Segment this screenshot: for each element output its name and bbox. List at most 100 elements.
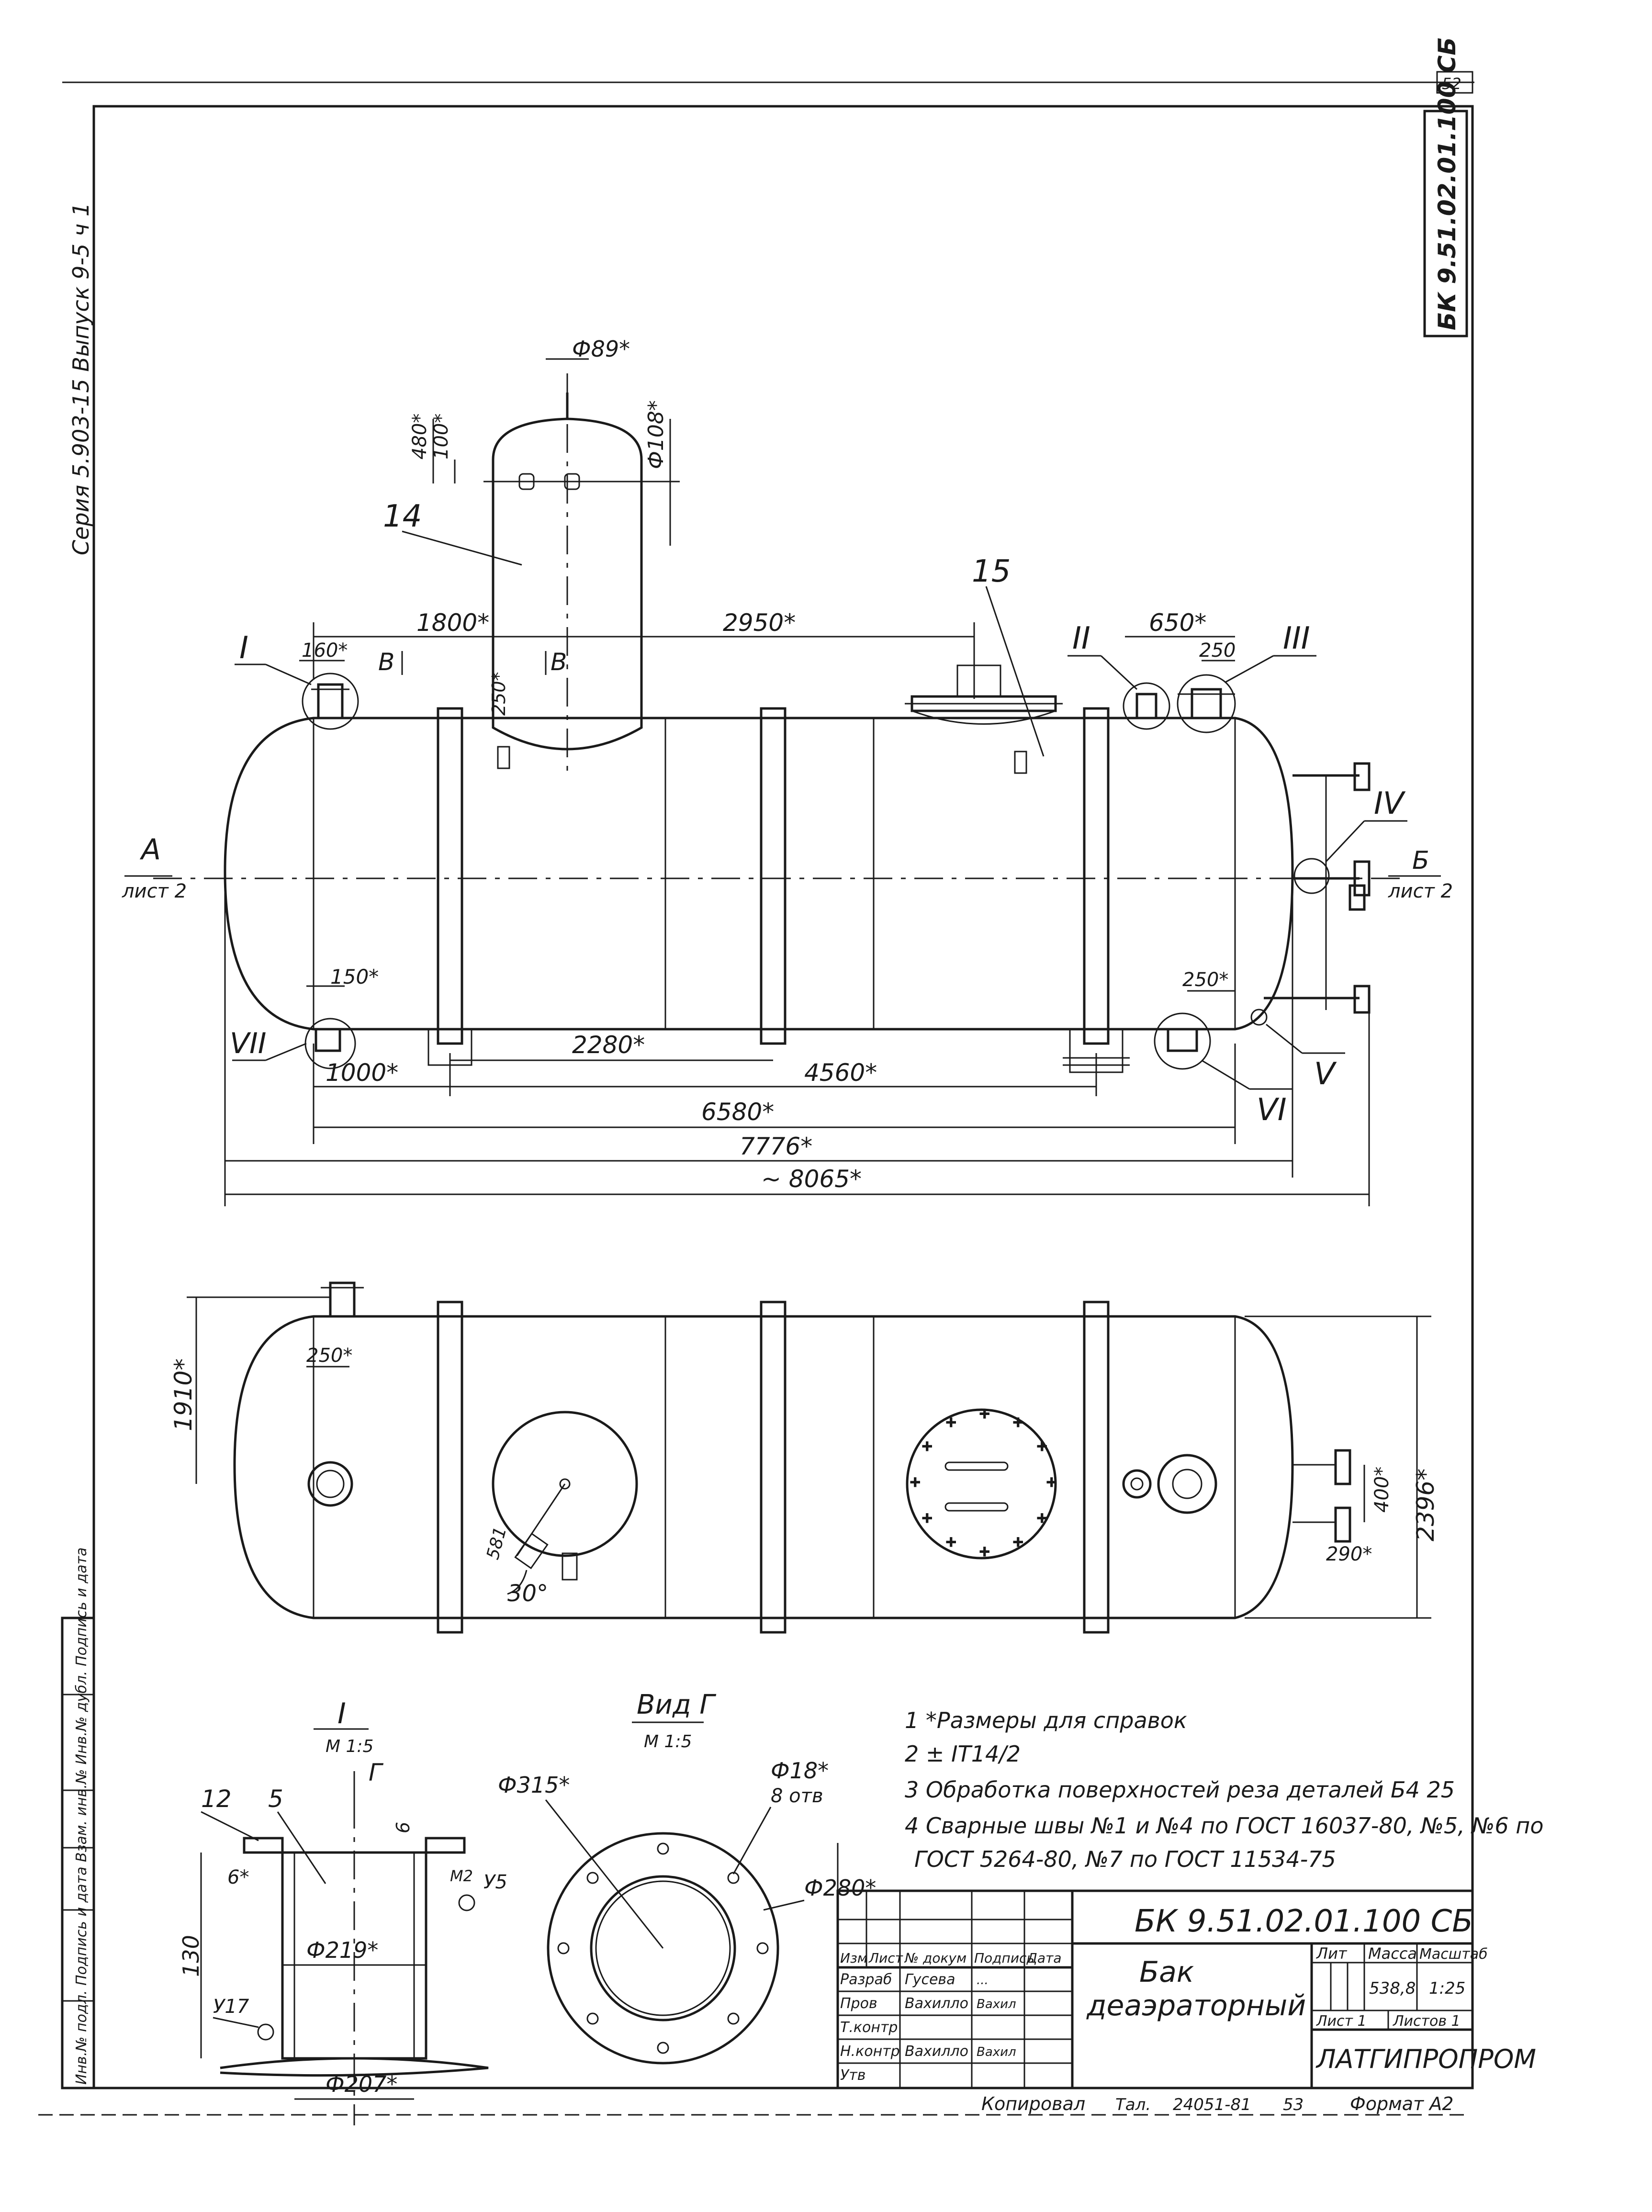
svg-text:+: + [1046, 1474, 1057, 1490]
notes: 1 *Размеры для справок 2 ± IT14/2 3 Обра… [905, 1707, 1543, 1872]
dim-d7776: 7776* [740, 1133, 812, 1160]
section-a-sheet: лист 2 [122, 880, 187, 902]
sheet-no: Лист 1 [1316, 2013, 1367, 2030]
nozzle-III [1191, 688, 1222, 719]
dim-d108: Ф108* [644, 400, 668, 469]
note-3: 3 Обработка поверхностей реза деталей Б4… [905, 1777, 1455, 1803]
boss-right [1014, 751, 1027, 774]
detail-I-title: I [337, 1697, 346, 1730]
plan-left-nozzle-outer [307, 1461, 353, 1507]
svg-text:+: + [945, 1414, 956, 1430]
bottom-kop: Копировал [981, 2093, 1085, 2114]
dim-d18: Ф18* [771, 1758, 829, 1784]
hdr-izm: Изм [840, 1950, 867, 1966]
detail-I: I М 1:5 12 5 Г 130 6* 6 Ф219* Ф207* У17 … [178, 1697, 507, 2125]
doc-code-vertical: БК 9.51.02.01.100 СБ [1433, 37, 1461, 330]
scale-value: 1:25 [1429, 1979, 1465, 1998]
row-role-2: Т.контр [840, 2019, 898, 2036]
dim-h130: 130 [178, 1935, 204, 1977]
callout-II: II [1072, 621, 1090, 656]
weld-u17 [257, 2023, 274, 2041]
dim-d315: Ф315* [498, 1772, 570, 1798]
corner-number: 52 [1442, 75, 1461, 93]
nozzle-VI [1167, 1028, 1198, 1052]
svg-text:+: + [945, 1534, 956, 1550]
doc-code-box [1423, 110, 1468, 337]
plan-support-left [437, 1301, 463, 1634]
bottom-fmt: Формат А2 [1350, 2093, 1453, 2114]
nozzle-I [317, 683, 344, 719]
svg-text:+: + [922, 1510, 933, 1526]
pos-12: 12 [201, 1785, 232, 1813]
detail-I-flange-right [425, 1837, 466, 1854]
hdr-sign: Подпись [974, 1950, 1034, 1966]
svg-text:+: + [1036, 1510, 1047, 1526]
boss-left [497, 746, 510, 769]
supports [427, 707, 1130, 1073]
left-stamp-text: Инв.№ подл. Подпись и дата Взам. инв.№ И… [73, 1548, 90, 2085]
view-G-scale: М 1:5 [644, 1732, 692, 1752]
org-name: ЛАТГИПРОПРОМ [1315, 2044, 1536, 2074]
dim-d2280: 2280* [572, 1031, 645, 1059]
svg-text:+: + [1012, 1414, 1023, 1430]
plan-dim-290: 290* [1326, 1543, 1372, 1565]
svg-text:+: + [979, 1405, 990, 1421]
mass-value: 538,8 [1369, 1979, 1416, 1998]
row-name-1: Вахилло [905, 1995, 968, 2012]
dim-6b: 6 [393, 1822, 414, 1833]
dim-holes: 8 отв [771, 1785, 823, 1807]
title-block: Изм Лист № докум Подпись Дата Разраб Гус… [836, 1843, 1536, 2089]
plan-angle-30: 30° [507, 1580, 548, 1607]
dim-d2950: 2950* [723, 609, 796, 637]
pos-5: 5 [268, 1785, 283, 1813]
hdr-list: Лист [868, 1950, 903, 1966]
row-role-3: Н.контр [840, 2043, 900, 2060]
sheets-count: Листов 1 [1393, 2013, 1461, 2030]
row-role-0: Разраб [840, 1971, 892, 1988]
corner-number-box [1436, 71, 1473, 94]
pos-15: 15 [972, 554, 1011, 589]
svg-text:+: + [910, 1474, 921, 1490]
detail-I-flange-left [243, 1837, 284, 1854]
flange-outer [547, 1832, 779, 2065]
svg-text:+: + [1036, 1438, 1047, 1454]
dim-d4560: 4560* [804, 1059, 877, 1087]
dim-d280: Ф280* [804, 1875, 876, 1901]
hdr-date: Дата [1026, 1950, 1062, 1966]
support-left [437, 707, 463, 1045]
callout-circle-VI [1154, 1012, 1211, 1070]
note-1: 1 *Размеры для справок [905, 1707, 1187, 1733]
plan-left-nozzle-inner [316, 1470, 345, 1498]
dim-d207: Ф207* [326, 2071, 397, 2097]
section-b-right: В [551, 648, 567, 676]
col-scale: Масштаб [1419, 1946, 1488, 1963]
view-b: Б [1412, 846, 1429, 875]
view-g-arrow: Г [369, 1759, 384, 1786]
callout-VI: VI [1257, 1092, 1287, 1128]
plan-view: 581 30° + + + + + + + + + + + + [169, 1281, 1439, 1634]
svg-text:+: + [922, 1438, 933, 1454]
bottom-num: 24051-81 [1173, 2095, 1251, 2114]
plan-support-middle [760, 1301, 787, 1634]
pos-14: 14 [383, 499, 422, 534]
plan-dim-250: 250* [306, 1345, 352, 1367]
view-b-sheet: лист 2 [1388, 880, 1453, 902]
svg-text:+: + [979, 1543, 990, 1559]
dim-d250-right: 250 [1199, 640, 1236, 662]
designation: БК 9.51.02.01.100 СБ [1135, 1904, 1473, 1939]
name-line-2: деаэраторный [1086, 1989, 1306, 2022]
weld-u5-label: У5 [483, 1871, 507, 1893]
plan-top-nozzle [329, 1281, 356, 1318]
callout-VII: VII [230, 1027, 266, 1060]
dim-h480: 480* [409, 414, 431, 460]
plan-dim-581: 581 [483, 1525, 510, 1561]
drawing-frame [92, 105, 1474, 2089]
plan-nozzle-small [1122, 1469, 1152, 1499]
nozzle-V [1250, 1009, 1268, 1026]
plan-manhole [906, 1408, 1057, 1560]
plan-dome [492, 1411, 638, 1557]
dim-6a: 6* [227, 1866, 249, 1888]
col-mass: Масса [1368, 1944, 1417, 1963]
note-4: 4 Сварные швы №1 и №4 по ГОСТ 16037-80, … [905, 1813, 1543, 1839]
